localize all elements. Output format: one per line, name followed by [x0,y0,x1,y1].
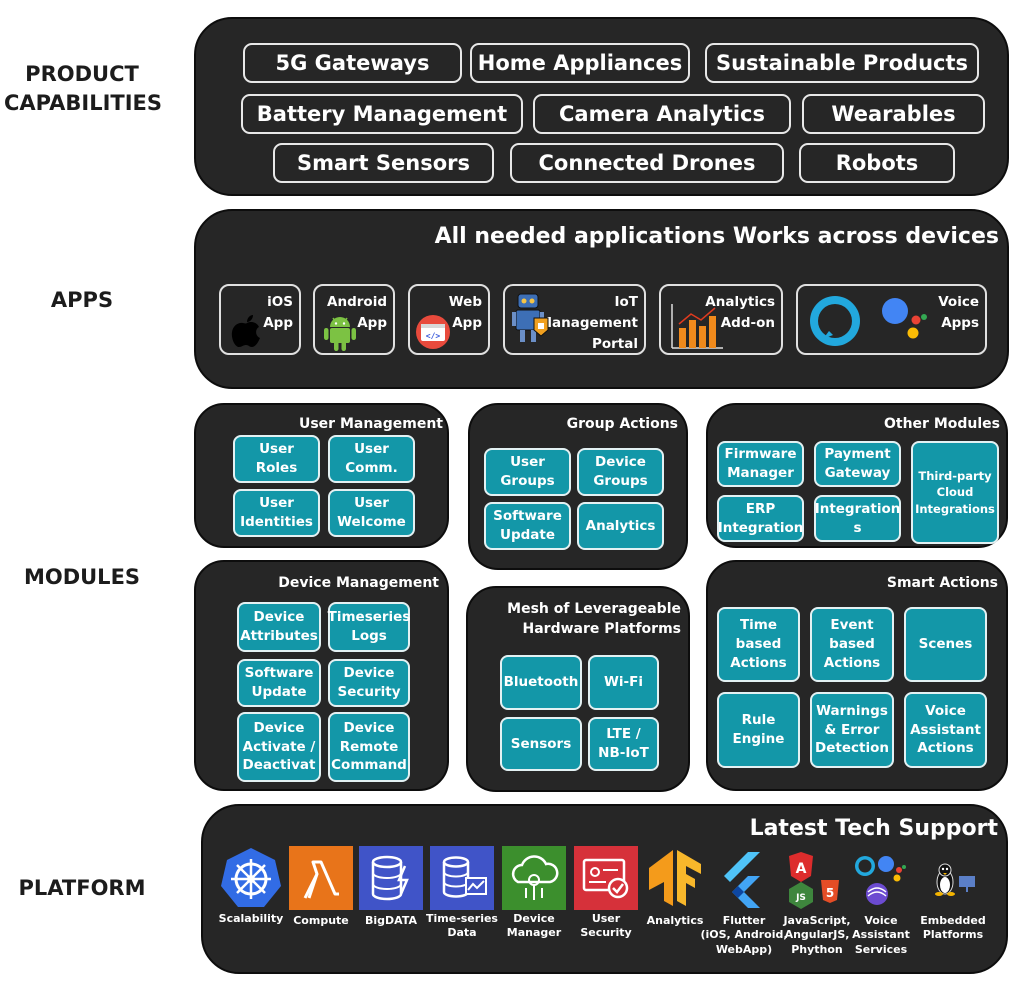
label-product-capabilities: PRODUCT CAPABILITIES [4,62,163,116]
cognito-icon [574,846,638,910]
lambda-icon [289,846,353,910]
svg-text:JS: JS [795,893,806,903]
label-apps: APPS [50,288,114,312]
kubernetes-icon [221,848,281,907]
google-assistant-icon [882,298,927,339]
database-icon [430,846,494,910]
tech-bigdata: BigDATA [359,846,423,936]
capabilities-panel: 5G Gateways Home Appliances Sustainable … [194,17,1009,196]
svg-text:</>: </> [426,332,441,341]
bar-chart-icon [671,304,723,349]
capability-camera-analytics: Camera Analytics [533,94,791,134]
tech-flutter: Flutter(iOS, Android,WebApp) [700,846,788,956]
svg-text:A: A [796,861,807,877]
android-icon [324,317,356,351]
capability-wearables: Wearables [802,94,985,134]
capability-robots: Robots [799,143,955,183]
capability-smart-sensors: Smart Sensors [273,143,494,183]
tech-javascript-angular: A 5 JS JavaScript,AngularJS,Phython [783,846,851,956]
tensorflow-icon [649,850,701,906]
module-title: Group Actions [566,416,678,432]
apps-panel: All needed applications Works across dev… [194,209,1009,389]
module-title: Mesh of Leverageable Hardware Platforms [507,601,681,638]
platform-title: Latest Tech Support [749,816,998,841]
tech-compute: Compute [289,846,353,936]
capability-home-appliances: Home Appliances [470,43,690,83]
capability-battery-management: Battery Management [241,94,523,134]
code-icon: </> [416,315,450,349]
tile-scenes: Scenes [904,607,987,682]
capability-5g-gateways: 5G Gateways [243,43,462,83]
module-title: Other Modules [884,416,1000,432]
tech-analytics: Analytics [643,846,707,946]
tile-sensors: Sensors [500,717,582,771]
dynamodb-icon [359,846,423,910]
label-platform: PLATFORM [18,876,146,900]
iot-core-icon [502,846,566,910]
svg-text:5: 5 [826,886,834,900]
module-title: Device Management [278,575,439,591]
tile-analytics: Analytics [577,502,664,550]
module-title: Smart Actions [886,575,998,591]
robot-icon [512,293,549,342]
platform-panel: Latest Tech Support Scalability Compute [201,804,1008,974]
tile-lte-nb-iot: LTE /NB-IoT [588,717,659,771]
label-modules: MODULES [23,565,141,589]
tech-scalability: Scalability [219,846,283,936]
linux-icon [935,863,975,896]
angular-html5-icon: A 5 JS [789,852,839,909]
alexa-icon [810,296,860,346]
voice-assistant-icon [855,856,906,905]
capability-sustainable-products: Sustainable Products [705,43,979,83]
flutter-icon [724,852,760,908]
module-mesh-hardware: Mesh of Leverageable Hardware Platforms … [466,586,690,792]
tile-bluetooth: Bluetooth [500,655,582,710]
module-title: User Management [298,416,443,432]
apple-icon [231,315,260,347]
tile-wifi: Wi-Fi [588,655,659,710]
capability-connected-drones: Connected Drones [510,143,784,183]
apps-title: All needed applications Works across dev… [434,224,999,249]
